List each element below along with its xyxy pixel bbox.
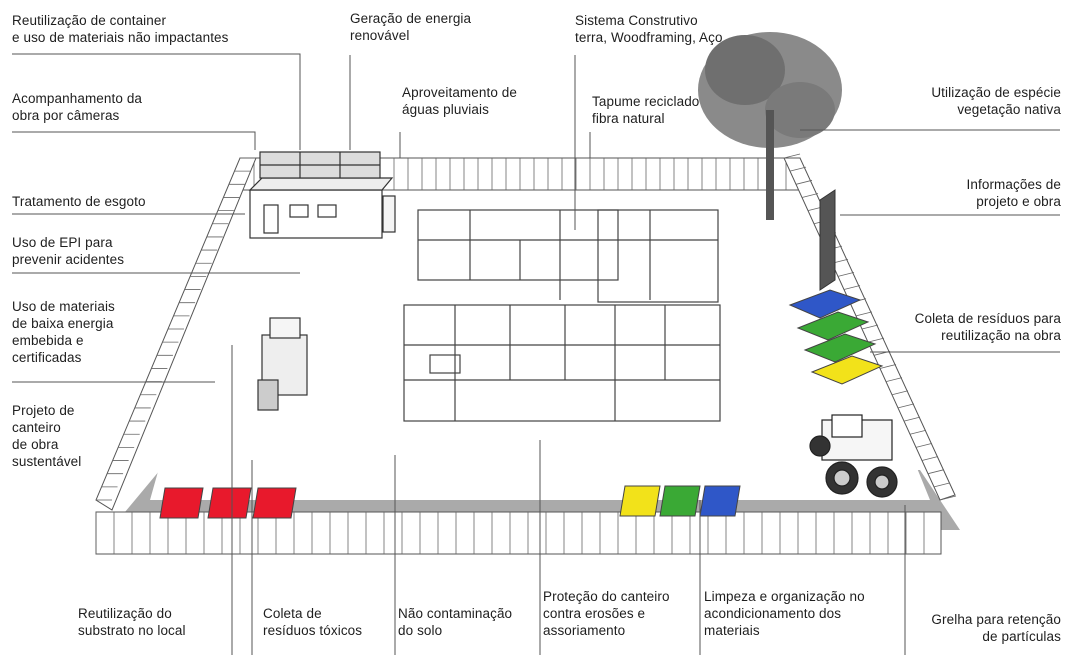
label-line: Tratamento de esgoto	[12, 194, 146, 209]
label-line: e uso de materiais não impactantes	[12, 30, 229, 45]
label-cleaning: Limpeza e organização no acondicionament…	[704, 588, 865, 639]
label-line: projeto e obra	[976, 194, 1061, 209]
label-line: Geração de energia	[350, 11, 472, 26]
label-line: Coleta de resíduos para	[914, 311, 1061, 326]
fence-post	[867, 337, 885, 343]
label-particle-grid: Grelha para retenção de partículas	[931, 611, 1061, 645]
fence-post	[801, 193, 819, 198]
leader-lines	[12, 53, 1060, 655]
label-line: Projeto de	[12, 403, 75, 418]
label-ppe: Uso de EPI para prevenir acidentes	[12, 234, 124, 268]
label-line: Coleta de	[263, 606, 322, 621]
excavator	[257, 317, 308, 411]
label-line: assoriamento	[543, 623, 626, 638]
label-line: do solo	[398, 623, 443, 638]
label-substrate-reuse: Reutilização do substrato no local	[78, 605, 186, 639]
label-line: reutilização na obra	[941, 328, 1061, 343]
fence-post	[933, 482, 951, 488]
label-line: obra por câmeras	[12, 108, 120, 123]
fence-post	[783, 153, 801, 159]
toxic-waste-bins	[159, 487, 297, 519]
label-line: Acompanhamento da	[12, 91, 143, 106]
fence-post	[879, 364, 897, 369]
label-line: de partículas	[982, 629, 1061, 644]
label-rainwater: Aproveitamento de águas pluviais	[402, 84, 517, 118]
recycling-bins-right	[788, 289, 884, 385]
label-line: Informações de	[966, 177, 1061, 192]
label-line: prevenir acidentes	[12, 252, 125, 267]
fence-post	[843, 285, 861, 290]
label-recycled-hoarding: Tapume reciclado fibra natural	[592, 93, 699, 127]
label-line: terra, Woodframing, Aço	[575, 30, 723, 45]
native-tree	[698, 32, 842, 220]
label-line: canteiro	[12, 420, 61, 435]
label-toxic-waste: Coleta de resíduos tóxicos	[263, 605, 362, 639]
label-line: substrato no local	[78, 623, 186, 638]
label-low-energy-materials: Uso de materiais de baixa energia embebi…	[12, 298, 115, 366]
fence-post	[885, 377, 903, 383]
label-renewable-energy: Geração de energia renovável	[350, 10, 471, 44]
fence-post	[939, 495, 957, 501]
label-camera-monitoring: Acompanhamento da obra por câmeras	[12, 90, 142, 124]
label-waste-reuse: Coleta de resíduos para reutilização na …	[915, 310, 1061, 344]
label-line: Uso de EPI para	[12, 235, 113, 250]
label-line: Não contaminação	[398, 606, 513, 621]
tractor	[809, 414, 898, 498]
label-project-info: Informações de projeto e obra	[967, 176, 1061, 210]
label-sewage-treatment: Tratamento de esgoto	[12, 193, 146, 210]
label-line: Grelha para retenção	[931, 612, 1061, 627]
label-soil-protection: Não contaminação do solo	[398, 605, 512, 639]
label-sustainable-site: Projeto de canteiro de obra sustentável	[12, 402, 81, 470]
label-line: vegetação nativa	[957, 102, 1061, 117]
label-line: Uso de materiais	[12, 299, 115, 314]
label-line: fibra natural	[592, 111, 665, 126]
label-line: renovável	[350, 28, 410, 43]
foundation-grid	[403, 209, 721, 422]
fence-post	[909, 429, 927, 435]
label-line: Reutilização de container	[12, 13, 167, 28]
label-container-reuse: Reutilização de container e uso de mater…	[12, 12, 229, 46]
label-line: embebida e	[12, 333, 84, 348]
fence-post	[915, 442, 933, 448]
label-line: acondicionamento dos	[704, 606, 842, 621]
label-line: Tapume reciclado	[592, 94, 700, 109]
label-line: Sistema Construtivo	[575, 13, 698, 28]
fence-post	[921, 456, 939, 461]
label-line: Aproveitamento de	[402, 85, 518, 100]
fence-post	[891, 390, 909, 396]
label-line: Limpeza e organização no	[704, 589, 865, 604]
info-board	[819, 189, 836, 291]
label-line: Utilização de espécie	[931, 85, 1061, 100]
materials-bins-front	[619, 485, 741, 517]
label-line: contra erosões e	[543, 606, 646, 621]
fence-post	[903, 416, 921, 422]
fence-post	[855, 311, 873, 317]
label-line: águas pluviais	[402, 102, 489, 117]
label-line: Reutilização do	[78, 606, 172, 621]
container-office	[248, 151, 396, 239]
label-construction-system: Sistema Construtivo terra, Woodframing, …	[575, 12, 723, 46]
fence-post	[789, 166, 807, 172]
label-line: Proteção do canteiro	[543, 589, 670, 604]
fence-post	[897, 403, 915, 409]
label-line: de baixa energia	[12, 316, 114, 331]
label-native-species: Utilização de espécie vegetação nativa	[931, 84, 1061, 118]
front-fence-posts	[95, 512, 925, 554]
site-floor	[150, 180, 930, 500]
fence-post	[795, 179, 813, 185]
label-line: de obra	[12, 437, 59, 452]
label-line: certificadas	[12, 350, 82, 365]
label-line: sustentável	[12, 454, 82, 469]
label-erosion-protection: Proteção do canteiro contra erosões e as…	[543, 588, 670, 639]
fence-post	[861, 324, 879, 330]
fence-post	[927, 469, 945, 475]
label-line: resíduos tóxicos	[263, 623, 363, 638]
label-line: materiais	[704, 623, 760, 638]
fence-post	[837, 271, 855, 277]
